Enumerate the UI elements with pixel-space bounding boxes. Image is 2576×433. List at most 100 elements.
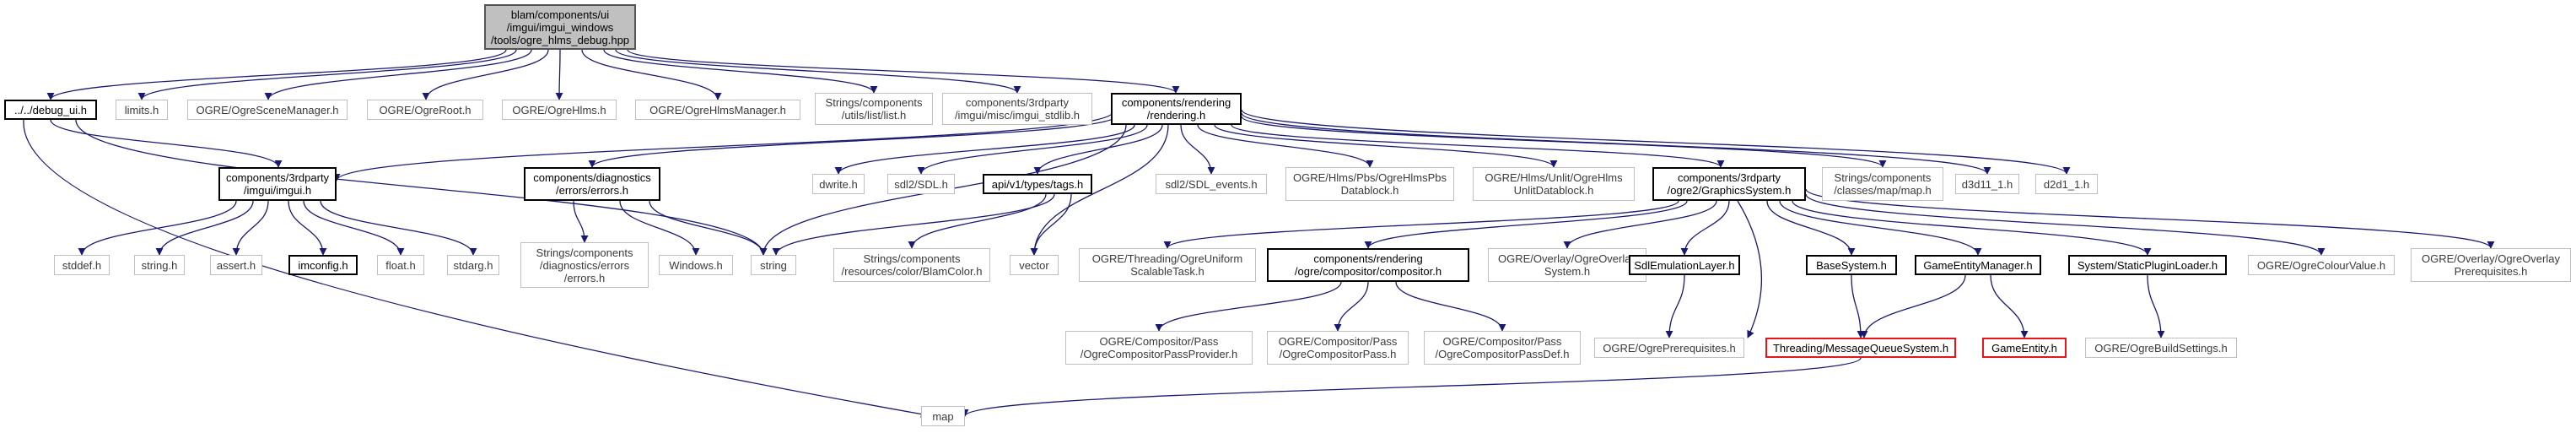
dependency-edge xyxy=(232,200,269,256)
dependency-edge xyxy=(619,200,700,256)
node-vector: vector xyxy=(1010,255,1059,275)
node-imgui-label: components/3rdparty /imgui/imgui.h xyxy=(225,171,330,197)
dependency-edge xyxy=(1860,274,1966,338)
node-game-entity-manager-label: GameEntityManager.h xyxy=(1923,258,2033,272)
node-stdarg-label: stdarg.h xyxy=(453,258,493,272)
dependency-edge xyxy=(1737,200,1763,338)
node-windows: Windows.h xyxy=(659,255,733,275)
node-d2d1-label: d2d1_1.h xyxy=(2043,177,2090,191)
dependency-edge xyxy=(1563,200,1717,249)
node-tags[interactable]: api/v1/types/tags.h xyxy=(983,174,1092,194)
node-imgui-stdlib: components/3rdparty /imgui/misc/imgui_st… xyxy=(942,93,1092,125)
node-game-entity-manager[interactable]: GameEntityManager.h xyxy=(1915,255,2041,275)
node-map-label: map xyxy=(932,409,954,423)
node-debug-ui[interactable]: ../../debug_ui.h xyxy=(4,100,97,120)
node-ogre-hlms-manager: OGRE/OgreHlmsManager.h xyxy=(635,100,800,120)
dependency-edge xyxy=(1155,281,1342,332)
node-map-h: Strings/components /classes/map/map.h xyxy=(1822,167,1943,201)
node-ogre-hlms-manager-label: OGRE/OgreHlmsManager.h xyxy=(649,103,786,116)
dependency-edge xyxy=(908,193,1047,249)
node-base-system[interactable]: BaseSystem.h xyxy=(1806,255,1897,275)
dependency-edge xyxy=(50,119,283,168)
node-d2d1: d2d1_1.h xyxy=(2035,174,2098,194)
dependency-edge xyxy=(1334,281,1369,332)
root-file-node: blam/components/ui /imgui/imgui_windows … xyxy=(484,4,636,50)
dependency-edge xyxy=(1851,274,1865,338)
dependency-edge xyxy=(627,49,1180,94)
node-overlay-prerequisites-label: OGRE/Overlay/OgreOverlay Prerequisites.h xyxy=(2422,252,2560,278)
node-tags-label: api/v1/types/tags.h xyxy=(991,177,1084,191)
node-list-label: Strings/components /utils/list/list.h xyxy=(825,96,923,122)
node-static-plugin-loader[interactable]: System/StaticPluginLoader.h xyxy=(2068,255,2227,275)
node-base-system-label: BaseSystem.h xyxy=(1816,258,1887,272)
node-compositor-label: components/rendering /ogre/compositor/co… xyxy=(1294,252,1442,278)
node-build-settings-label: OGRE/OgreBuildSettings.h xyxy=(2094,341,2228,355)
node-hlms-unlit-datablock: OGRE/Hlms/Unlit/OgreHlms UnlitDatablock.… xyxy=(1473,167,1635,201)
dependency-edge xyxy=(1033,124,1163,175)
node-map-h-label: Strings/components /classes/map/map.h xyxy=(1834,171,1932,197)
node-overlay-system-label: OGRE/Overlay/OgreOverlay System.h xyxy=(1498,252,1636,278)
node-game-entity[interactable]: GameEntity.h xyxy=(1982,338,2067,358)
dependency-edge xyxy=(1030,193,1072,256)
node-d3d11: d3d11_1.h xyxy=(1955,174,2019,194)
node-graphics-system[interactable]: components/3rdparty /ogre2/GraphicsSyste… xyxy=(1652,167,1806,201)
dependency-edge xyxy=(1779,200,1982,256)
dependency-edge xyxy=(2147,274,2165,338)
dependency-edge xyxy=(649,200,768,256)
dependency-edge xyxy=(303,200,405,256)
dependency-edge xyxy=(1231,124,1725,168)
node-compositor[interactable]: components/rendering /ogre/compositor/co… xyxy=(1267,248,1469,282)
node-sdl-emulation-layer-label: SdlEmulationLayer.h xyxy=(1634,258,1735,272)
node-compositor-pass-def: OGRE/Compositor/Pass /OgreCompositorPass… xyxy=(1424,331,1581,365)
dependency-edge xyxy=(137,49,517,100)
node-compositor-pass: OGRE/Compositor/Pass /OgreCompositorPass… xyxy=(1267,331,1409,365)
node-rendering[interactable]: components/rendering /rendering.h xyxy=(1111,93,1242,125)
node-vector-label: vector xyxy=(1019,258,1049,272)
node-ogre-root: OGRE/OgreRoot.h xyxy=(367,100,483,120)
node-limits-label: limits.h xyxy=(124,103,159,116)
node-ogre-root-label: OGRE/OgreRoot.h xyxy=(379,103,472,116)
node-debug-ui-label: ../../debug_ui.h xyxy=(13,103,87,116)
node-stddef-label: stddef.h xyxy=(62,258,102,272)
node-assert: assert.h xyxy=(210,255,262,275)
node-overlay-system: OGRE/Overlay/OgreOverlay System.h xyxy=(1488,248,1646,282)
dependency-edge xyxy=(834,124,1135,175)
node-colour-value: OGRE/OgreColourValue.h xyxy=(2248,255,2395,275)
node-game-entity-label: GameEntity.h xyxy=(1991,341,2057,355)
dependency-edge xyxy=(75,119,768,256)
node-ogre-scene-manager-label: OGRE/OgreSceneManager.h xyxy=(196,103,339,116)
node-colour-value-label: OGRE/OgreColourValue.h xyxy=(2256,258,2386,272)
node-build-settings: OGRE/OgreBuildSettings.h xyxy=(2085,338,2237,358)
node-overlay-prerequisites: OGRE/Overlay/OgreOverlay Prerequisites.h xyxy=(2411,248,2571,282)
dependency-edge xyxy=(264,49,532,100)
node-ogre-hlms-label: OGRE/OgreHlms.h xyxy=(512,103,606,116)
node-sdl-emulation-layer[interactable]: SdlEmulationLayer.h xyxy=(1629,255,1740,275)
node-errors[interactable]: components/diagnostics /errors/errors.h xyxy=(524,167,660,201)
node-imconfig[interactable]: imconfig.h xyxy=(288,255,358,275)
node-ogre-hlms: OGRE/OgreHlms.h xyxy=(502,100,617,120)
dependency-edge xyxy=(1241,109,2071,175)
node-imgui-stdlib-label: components/3rdparty /imgui/misc/imgui_st… xyxy=(954,96,1081,122)
dependency-edge xyxy=(1214,124,1558,168)
node-message-queue-system[interactable]: Threading/MessageQueueSystem.h xyxy=(1765,338,1956,358)
dependency-edge xyxy=(1792,200,2152,256)
dependency-edge xyxy=(288,200,327,256)
node-sdl-label: sdl2/SDL.h xyxy=(894,177,948,191)
node-blam-color-label: Strings/components /resources/color/Blam… xyxy=(841,252,983,278)
node-string-h: string.h xyxy=(134,255,185,275)
node-ogre-prerequisites-label: OGRE/OgrePrerequisites.h xyxy=(1603,341,1736,355)
node-rendering-label: components/rendering /rendering.h xyxy=(1121,96,1231,122)
node-uniform-scalable-task-label: OGRE/Threading/OgreUniform ScalableTask.… xyxy=(1091,252,1243,278)
dependency-edge xyxy=(555,49,563,100)
node-errors-label: components/diagnostics /errors/errors.h xyxy=(533,171,651,197)
dependency-edge xyxy=(772,193,1055,256)
node-sdl: sdl2/SDL.h xyxy=(887,174,955,194)
node-hlms-pbs-datablock: OGRE/Hlms/Pbs/OgreHlmsPbs Datablock.h xyxy=(1285,167,1454,201)
node-imgui[interactable]: components/3rdparty /imgui/imgui.h xyxy=(218,167,337,201)
dependency-edge xyxy=(1163,200,1679,249)
node-sdl-events-label: sdl2/SDL_events.h xyxy=(1165,177,1258,191)
node-map: map xyxy=(921,406,965,426)
dependency-edge xyxy=(573,200,589,243)
node-errors-strings-label: Strings/components /diagnostics/errors /… xyxy=(536,246,633,284)
dependency-edge xyxy=(1766,200,1856,256)
